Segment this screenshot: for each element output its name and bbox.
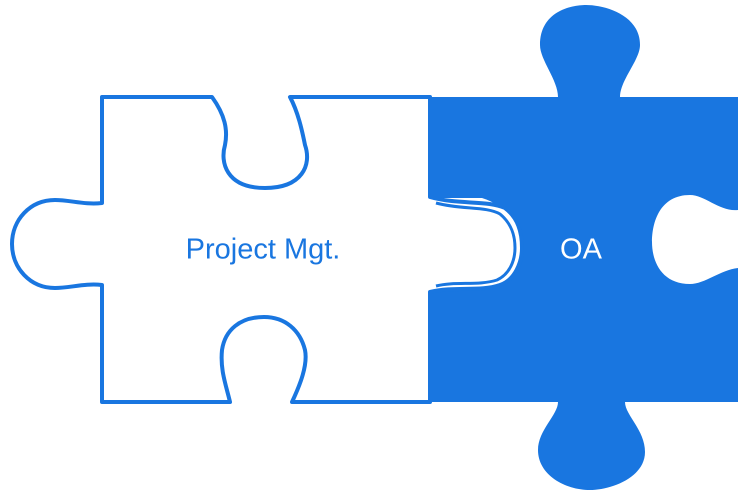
label-project-mgt: Project Mgt.: [186, 234, 341, 266]
label-oa: OA: [560, 234, 603, 266]
puzzle-piece-left: [10, 95, 524, 404]
puzzle-piece-right-shape: [432, 5, 738, 490]
puzzle-piece-left-shape: [10, 95, 524, 404]
puzzle-piece-right: [432, 5, 738, 490]
knob-edge-highlight: [435, 201, 517, 288]
